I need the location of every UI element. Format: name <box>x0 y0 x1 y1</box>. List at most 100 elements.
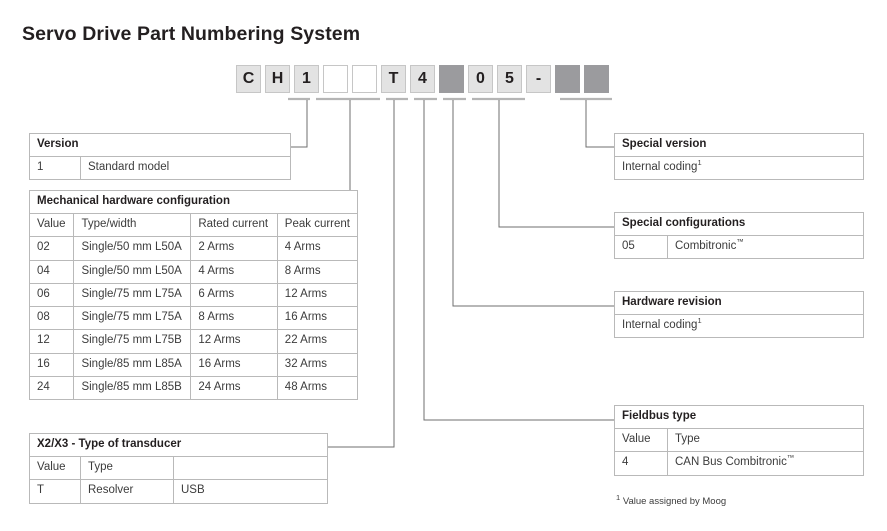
table-row: Internal coding1 <box>614 314 864 339</box>
special-configurations-desc: Combitronic™ <box>667 235 864 260</box>
fieldbus-col-type: Type <box>667 428 864 453</box>
mechanical-rated: 8 Arms <box>190 306 278 331</box>
fieldbus-header: Fieldbus type <box>614 404 864 430</box>
transducer-extra: USB <box>173 479 328 504</box>
leader-version <box>291 100 308 148</box>
table-hardware-revision: Hardware revision Internal coding1 <box>614 290 864 339</box>
fieldbus-value: 4 <box>614 451 668 476</box>
table-header-row: Value Type <box>29 456 328 481</box>
hardware-revision-row: Internal coding1 <box>614 314 864 339</box>
mechanical-value: 06 <box>28 282 75 308</box>
transducer-header: X2/X3 - Type of transducer <box>29 432 328 458</box>
footnote-marker: 1 <box>616 492 621 502</box>
table-fieldbus-type: Fieldbus type Value Type 4 CAN Bus Combi… <box>614 404 864 476</box>
table-row: 24 Single/85 mm L85B 24 Arms 48 Arms <box>28 375 359 400</box>
mechanical-col-type: Type/width <box>73 213 192 238</box>
transducer-col-type: Type <box>80 456 174 481</box>
code-box-9: 5 <box>497 65 522 93</box>
code-box-2: 1 <box>294 65 319 93</box>
transducer-col-value: Value <box>29 456 81 481</box>
mechanical-rated: 6 Arms <box>190 282 278 308</box>
hardware-revision-text: Internal coding <box>622 319 698 332</box>
table-row: 02 Single/50 mm L50A 2 Arms 4 Arms <box>28 236 359 261</box>
table-row: Fieldbus type <box>614 404 864 430</box>
version-header: Version <box>29 132 291 158</box>
code-box-5: T <box>381 65 406 93</box>
transducer-col-extra <box>173 456 328 481</box>
footnote-marker: 1 <box>697 158 702 168</box>
table-row: 16 Single/85 mm L85A 16 Arms 32 Arms <box>28 352 359 377</box>
code-box-4 <box>352 65 377 93</box>
mechanical-type: Single/75 mm L75A <box>73 282 192 308</box>
mechanical-peak: 22 Arms <box>276 329 359 354</box>
table-row: Special configurations <box>614 211 864 237</box>
mechanical-peak: 4 Arms <box>276 236 359 261</box>
mechanical-peak: 12 Arms <box>276 282 359 308</box>
table-row: Internal coding1 <box>614 156 864 181</box>
mechanical-type: Single/50 mm L50A <box>73 259 192 284</box>
table-row: 05 Combitronic™ <box>614 235 864 260</box>
mechanical-value: 24 <box>28 375 75 400</box>
mechanical-value: 16 <box>28 352 75 377</box>
mechanical-value: 02 <box>28 236 75 261</box>
leader-mechanical <box>349 100 358 192</box>
special-version-row: Internal coding1 <box>614 156 864 181</box>
page-title: Servo Drive Part Numbering System <box>22 23 361 45</box>
table-row: Special version <box>614 132 864 158</box>
transducer-type: Resolver <box>80 479 174 504</box>
mechanical-col-peak: Peak current <box>276 213 359 238</box>
special-version-text: Internal coding <box>622 161 698 174</box>
mechanical-value: 08 <box>28 306 75 331</box>
mechanical-col-rated: Rated current <box>190 213 278 238</box>
table-row: X2/X3 - Type of transducer <box>29 432 328 458</box>
hardware-revision-header: Hardware revision <box>614 290 864 316</box>
footnote: 1 Value assigned by Moog <box>616 492 726 507</box>
mechanical-peak: 16 Arms <box>276 306 359 331</box>
code-box-10: - <box>526 65 551 93</box>
trademark-symbol: ™ <box>736 237 744 247</box>
table-row: 08 Single/75 mm L75A 8 Arms 16 Arms <box>28 306 359 331</box>
special-configurations-desc-text: Combitronic <box>675 240 737 253</box>
table-row: 4 CAN Bus Combitronic™ <box>614 451 864 476</box>
fieldbus-type: CAN Bus Combitronic™ <box>667 451 864 476</box>
table-version: Version 1 Standard model <box>29 132 291 181</box>
code-box-1: H <box>265 65 290 93</box>
code-box-0: C <box>236 65 261 93</box>
mechanical-type: Single/85 mm L85A <box>73 352 192 377</box>
leader-hardware-revision <box>452 100 614 307</box>
table-header-row: Value Type/width Rated current Peak curr… <box>28 213 359 238</box>
mechanical-header: Mechanical hardware configuration <box>29 189 358 215</box>
table-transducer: X2/X3 - Type of transducer Value Type T … <box>29 432 328 504</box>
mechanical-rated: 24 Arms <box>190 375 278 400</box>
mechanical-rated: 16 Arms <box>190 352 278 377</box>
mechanical-type: Single/85 mm L85B <box>73 375 192 400</box>
table-row: 12 Single/75 mm L75B 12 Arms 22 Arms <box>28 329 359 354</box>
transducer-value: T <box>29 479 81 504</box>
table-row: 04 Single/50 mm L50A 4 Arms 8 Arms <box>28 259 359 284</box>
special-configurations-value: 05 <box>614 235 668 260</box>
table-special-version: Special version Internal coding1 <box>614 132 864 181</box>
table-header-row: Value Type <box>614 428 864 453</box>
footnote-marker: 1 <box>697 316 702 326</box>
mechanical-type: Single/75 mm L75B <box>73 329 192 354</box>
leader-special-version <box>585 100 614 148</box>
leader-special-configurations <box>498 100 614 228</box>
table-row: Version <box>29 132 291 158</box>
mechanical-value: 12 <box>28 329 75 354</box>
table-row: T Resolver USB <box>29 479 328 504</box>
mechanical-type: Single/50 mm L50A <box>73 236 192 261</box>
code-box-12 <box>584 65 609 93</box>
table-row: Mechanical hardware configuration <box>29 189 358 215</box>
code-box-3 <box>323 65 348 93</box>
leader-fieldbus <box>423 100 614 421</box>
special-version-header: Special version <box>614 132 864 158</box>
mechanical-peak: 48 Arms <box>276 375 359 400</box>
code-box-7 <box>439 65 464 93</box>
mechanical-rated: 2 Arms <box>190 236 278 261</box>
mechanical-rated: 12 Arms <box>190 329 278 354</box>
table-row: 06 Single/75 mm L75A 6 Arms 12 Arms <box>28 282 359 308</box>
mechanical-type: Single/75 mm L75A <box>73 306 192 331</box>
mechanical-col-value: Value <box>28 213 75 238</box>
table-mechanical-hardware-configuration: Mechanical hardware configuration Value … <box>28 189 359 400</box>
